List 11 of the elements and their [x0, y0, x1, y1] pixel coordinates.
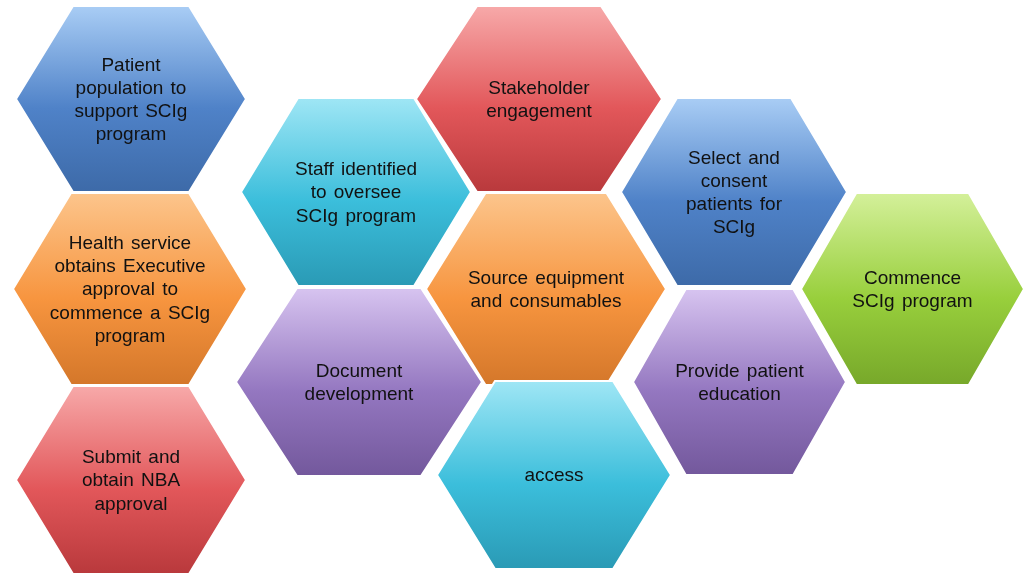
hexagon-label: Select and consent patients for SCIg [685, 145, 783, 239]
hexagon-label: Health service obtains Executive approval to commence a SCIg program [48, 231, 212, 347]
hexagon-label: Submit and obtain NBA approval [80, 445, 182, 515]
hexagon-label: Provide patient education [674, 358, 805, 406]
hexagon-label: access [523, 463, 585, 487]
hexagon-label: Commence SCIg program [851, 265, 974, 313]
hexagon-label: Staff identified to oversee SCIg program [293, 157, 419, 227]
hexagon-label: Patient population to support SCIg program [73, 52, 189, 146]
hexagon-label: Source equipment and consumables [466, 265, 626, 313]
hexagon-label: Stakeholder engagement [485, 75, 593, 123]
hexagon-label: Document development [303, 358, 415, 406]
